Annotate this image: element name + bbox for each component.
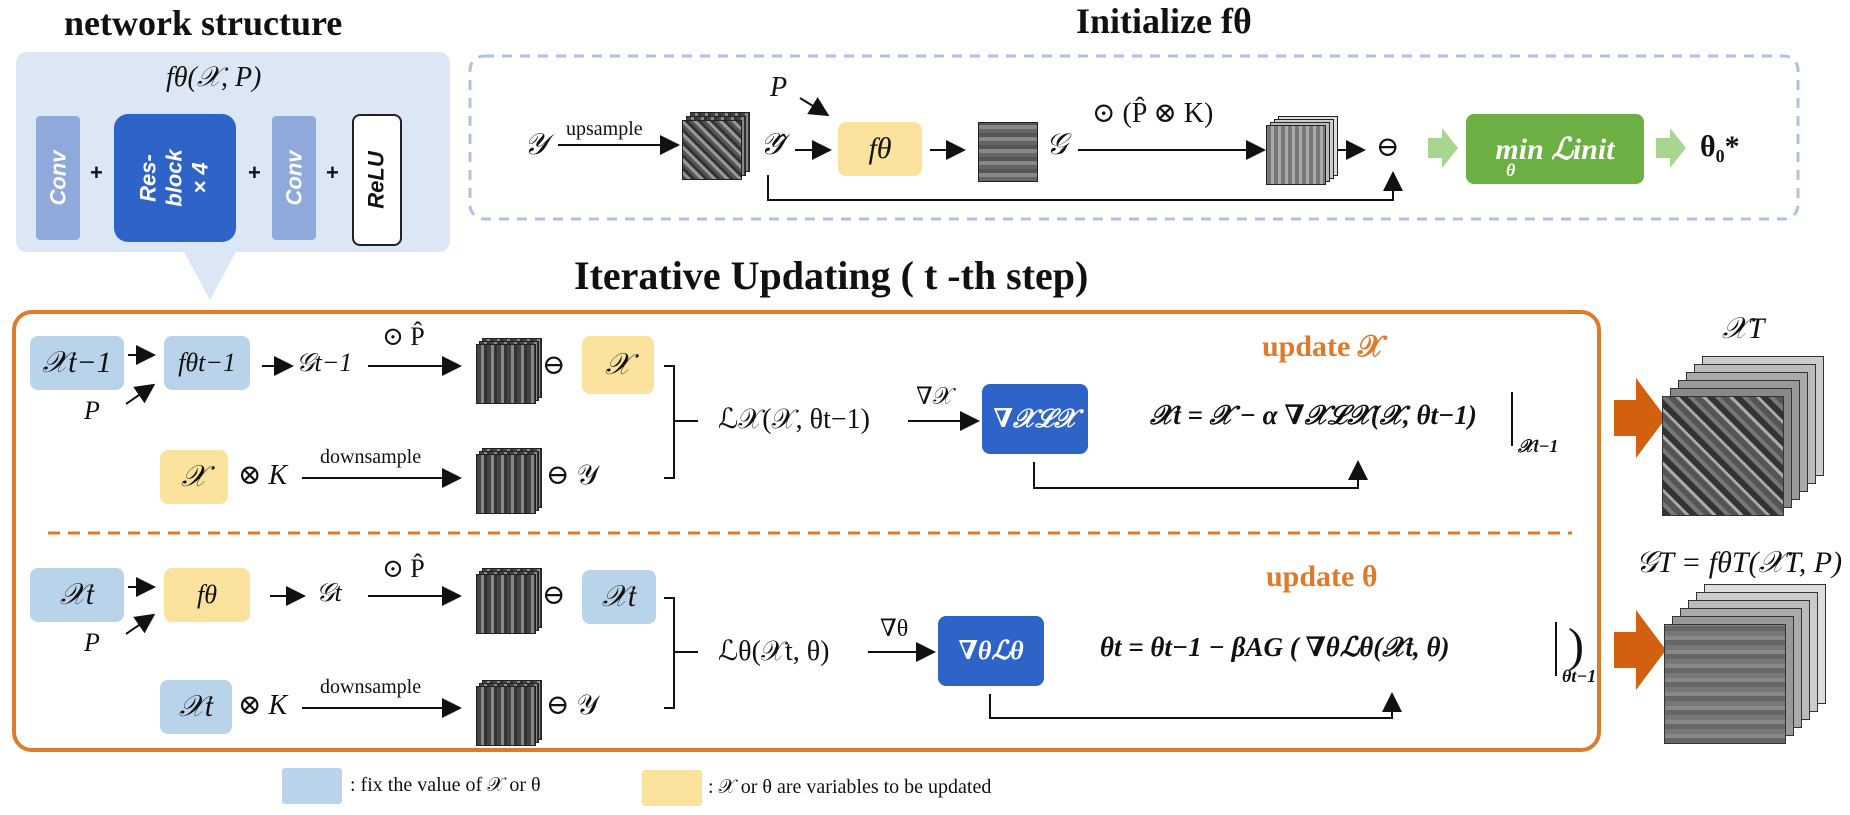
init-loss-box: min ℒinit (1466, 114, 1644, 184)
update-x-title: update 𝒳 (1262, 330, 1384, 363)
x-grad-label: ∇𝒳ℒ𝒳 (993, 403, 1077, 433)
theta-grad-box: ∇θℒθ (938, 616, 1044, 686)
x-row-grad-label: ∇𝒳 (916, 384, 954, 410)
x-row-thumbnail-2 (476, 448, 542, 514)
resblock-label: Res- block × 4 (136, 149, 213, 207)
f-prev-label: fθt−1 (178, 348, 236, 377)
relu-label: ReLU (364, 151, 390, 209)
theta-row-op: ⊙ P̂ (382, 554, 425, 583)
upsample-label: upsample (566, 118, 643, 140)
init-Yhat: 𝒴̂ (760, 128, 784, 161)
g-t: 𝒢t (316, 578, 342, 607)
init-upsampled-thumbnail (680, 112, 750, 180)
x-row-P: P (84, 396, 100, 425)
x-grad-box: ∇𝒳ℒ𝒳 (982, 384, 1088, 454)
x-update-eval: 𝒳t−1 (1518, 436, 1559, 456)
xt-box-3: 𝒳t (160, 680, 232, 734)
theta-row-P: P (84, 628, 100, 657)
init-P: P (770, 72, 788, 103)
x-row-loss: ℒ𝒳(𝒳, θt−1) (718, 404, 870, 435)
x-row-minus: ⊖ (542, 350, 566, 381)
resblock-layer: Res- block × 4 (114, 114, 236, 242)
x-row-thumbnail-1 (476, 338, 542, 404)
x-var-box-2: 𝒳 (160, 450, 228, 504)
output-GT-stack (1664, 584, 1840, 748)
legend-variable-swatch (642, 770, 702, 806)
x-row-op: ⊙ P̂ (382, 322, 425, 351)
init-f-theta-label: fθ (868, 132, 892, 165)
init-op: ⊙ (P̂ ⊗ K) (1092, 98, 1214, 129)
x-prev-label: 𝒳t−1 (42, 346, 112, 379)
init-minus: ⊖ (1376, 132, 1400, 163)
init-loss-sub: θ (1506, 160, 1516, 180)
legend-variable-text: : 𝒳 or θ are variables to be updated (708, 776, 992, 798)
initialize-frame (468, 54, 1800, 221)
output-GT-label: 𝒢T = fθT(𝒳T, P) (1636, 546, 1843, 579)
init-output-thumbnail (1266, 116, 1338, 185)
legend-fixed-text: : fix the value of 𝒳 or θ (350, 774, 541, 796)
theta-grad-label: ∇θℒθ (958, 636, 1024, 665)
f-prev-box: fθt−1 (164, 336, 250, 390)
conv-layer-1: Conv (36, 116, 80, 240)
network-formula: fθ(𝒳, P) (166, 62, 262, 93)
theta-row-minus: ⊖ (542, 580, 566, 611)
theta-close-paren: ) (1568, 619, 1584, 672)
x-row-otimes: ⊗ K (238, 460, 288, 491)
conv-label-2: Conv (281, 150, 306, 206)
theta-row-loss: ℒθ(𝒳t, θ) (718, 636, 830, 667)
x-update-eq: 𝒳t = 𝒳 − α ∇𝒳ℒ𝒳(𝒳, θt−1) (1150, 400, 1477, 430)
plus-3: + (326, 160, 339, 185)
x-var-box: 𝒳 (582, 336, 654, 394)
x-row-minus-Y: ⊖ 𝒴 (546, 460, 599, 491)
init-G: 𝒢 (1046, 128, 1068, 161)
xt-label-3: 𝒳t (178, 690, 214, 723)
init-result: θ₀* (1700, 130, 1740, 163)
output-XT-stack (1662, 356, 1838, 520)
conv-layer-2: Conv (272, 116, 316, 240)
xt-label: 𝒳t (59, 578, 95, 611)
theta-row-thumbnail-2 (476, 680, 542, 746)
f-theta-box: fθ (164, 568, 250, 622)
conv-label-1: Conv (45, 150, 70, 206)
initialize-title: Initialize fθ (1076, 1, 1252, 41)
theta-row-otimes: ⊗ K (238, 690, 288, 721)
iterative-frame (12, 310, 1601, 752)
theta-row-downsample: downsample (320, 676, 422, 698)
theta-update-eval: θt−1 (1562, 666, 1597, 686)
iterative-title: Iterative Updating ( t -th step) (574, 253, 1089, 298)
plus-2: + (248, 160, 261, 185)
theta-row-grad-label: ∇θ (880, 616, 909, 642)
output-XT-label: 𝒳T (1722, 312, 1765, 345)
init-loss-label: min ℒinit (1495, 132, 1615, 166)
x-var-label-2: 𝒳 (181, 460, 207, 493)
x-var-label: 𝒳 (605, 348, 631, 381)
x-row-downsample: downsample (320, 446, 422, 468)
xt-box-2: 𝒳t (582, 570, 656, 624)
relu-layer: ReLU (352, 114, 402, 246)
init-f-theta-box: fθ (838, 122, 922, 176)
theta-row-minus-Y: ⊖ 𝒴 (546, 690, 599, 721)
g-prev: 𝒢t−1 (296, 348, 353, 377)
theta-row-thumbnail-1 (476, 568, 542, 634)
network-structure-title: network structure (64, 3, 343, 43)
xt-label-2: 𝒳t (601, 580, 637, 613)
legend-fixed-swatch (282, 768, 342, 804)
f-theta-label: fθ (197, 580, 217, 609)
update-theta-title: update θ (1266, 560, 1378, 593)
plus-1: + (90, 160, 103, 185)
xt-box: 𝒳t (30, 568, 124, 622)
init-G-thumbnail (976, 120, 1038, 182)
x-prev-box: 𝒳t−1 (30, 336, 124, 390)
theta-update-eq: θt = θt−1 − βAG ( ∇θℒθ(𝒳t, θ) (1100, 632, 1450, 662)
init-Y: 𝒴 (524, 128, 548, 161)
